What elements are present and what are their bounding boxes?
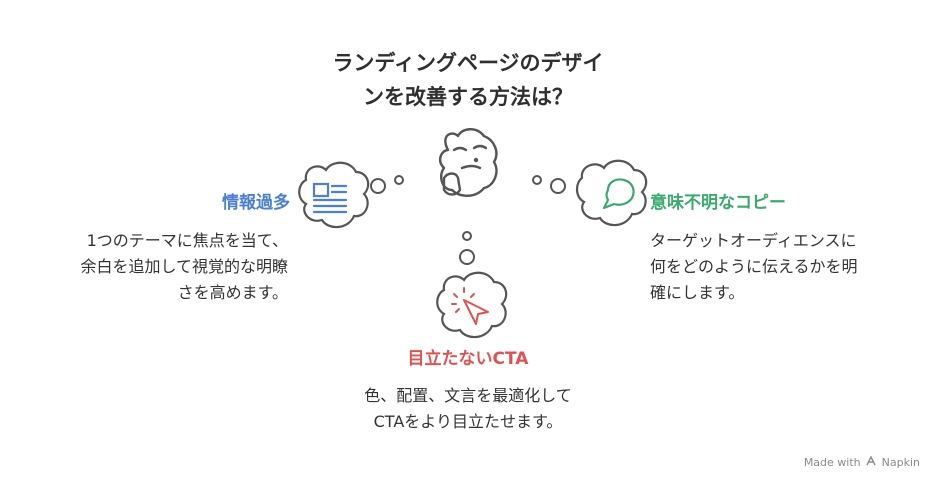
info-overload-description: 1つのテーマに焦点を当て、 余白を追加して視覚的な明瞭 さを高めます。 (0, 228, 288, 306)
unclear-copy-cloud (575, 159, 648, 227)
info-overload-line: さを高めます。 (177, 283, 288, 302)
napkin-credit[interactable]: Made with Napkin (790, 455, 920, 469)
unclear-copy-description: ターゲットオーディエンスに 何をどのように伝えるかを明 確にします。 (650, 228, 858, 306)
connector-bubbles (370, 175, 566, 265)
unclear-copy-line: 確にします。 (650, 283, 745, 302)
weak-cta-cloud (436, 271, 508, 339)
unclear-copy-line: 何をどのように伝えるかを明 (650, 257, 858, 276)
weak-cta-description: 色、配置、文言を最適化して CTAをより目立たせます。 (268, 383, 668, 435)
cursor-click-icon (451, 287, 489, 325)
weak-cta-heading: 目立たないCTA (407, 349, 529, 369)
info-overload-line: 余白を追加して視覚的な明瞭 (80, 257, 288, 276)
thinking-face-icon (438, 128, 498, 197)
napkin-brand-label: Napkin (881, 456, 920, 469)
diagram-title: ランディングページのデザイ ンを改善する方法は？ (268, 46, 668, 114)
info-overload-cloud (298, 161, 370, 229)
unclear-copy-heading: 意味不明なコピー (650, 193, 786, 213)
speech-bubble-icon (602, 178, 635, 210)
napkin-logo-icon (866, 455, 876, 469)
weak-cta-line: CTAをより目立たせます。 (373, 412, 563, 431)
unclear-copy-line: ターゲットオーディエンスに (650, 231, 857, 250)
document-icon (312, 182, 348, 214)
weak-cta-line: 色、配置、文言を最適化して (364, 386, 572, 405)
title-line-1: ランディングページのデザイ (332, 51, 604, 75)
title-line-2: ンを改善する方法は？ (363, 85, 573, 109)
info-overload-heading: 情報過多 (222, 193, 290, 213)
info-overload-line: 1つのテーマに焦点を当て、 (86, 231, 288, 250)
made-with-label: Made with (803, 456, 861, 469)
